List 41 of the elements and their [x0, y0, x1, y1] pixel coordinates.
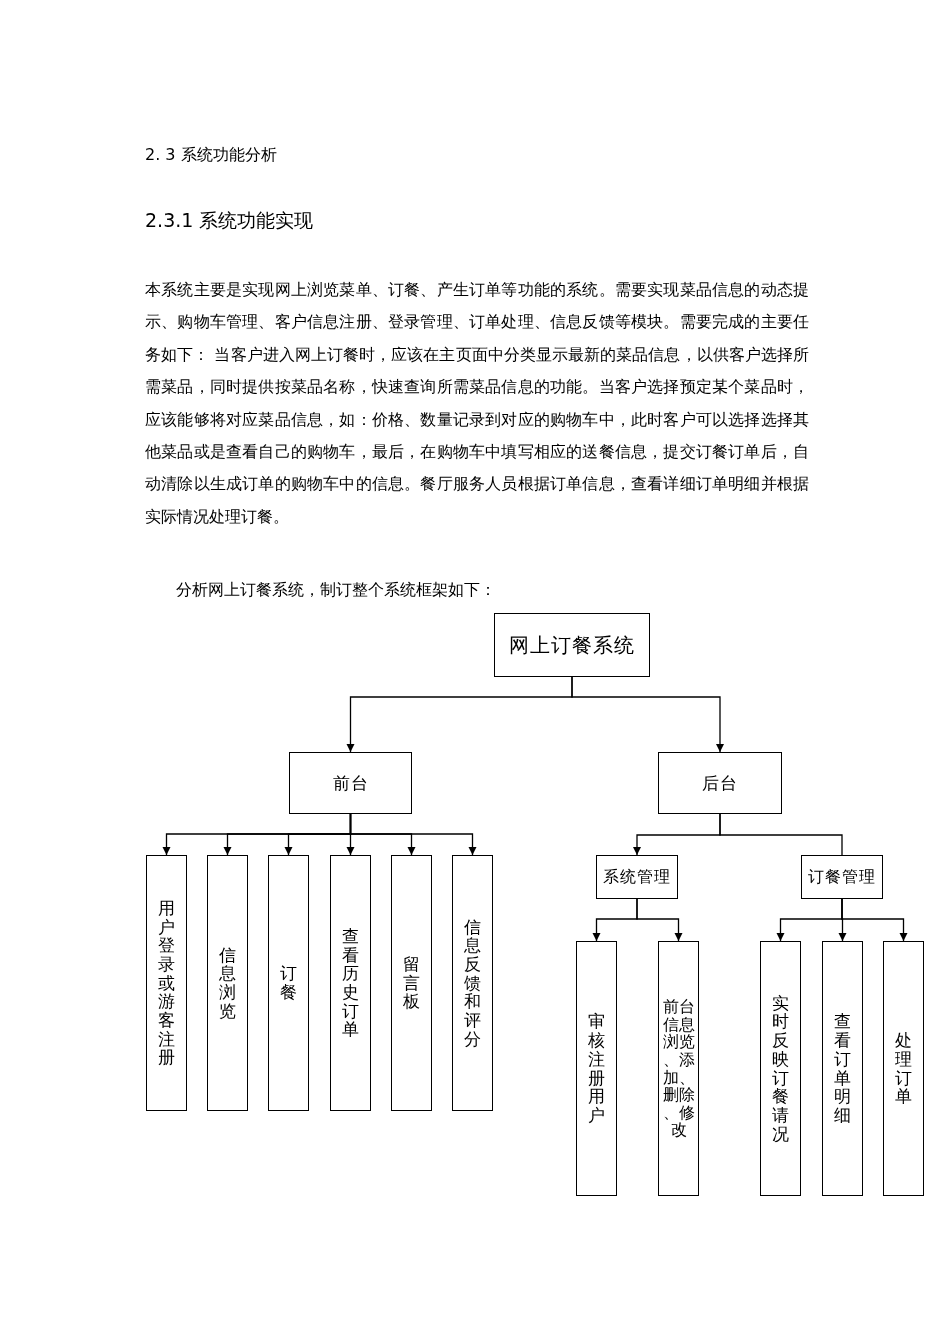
- function-box: [658, 941, 699, 1196]
- node-text: 订餐: [280, 964, 297, 1002]
- node-text: 信息浏览: [219, 945, 236, 1021]
- node-text: 订餐管理: [808, 867, 876, 887]
- node-text: 查看历史订单: [342, 926, 359, 1040]
- arrow: [571, 676, 724, 753]
- node-text: 系统管理: [603, 867, 671, 887]
- module-box: [289, 752, 412, 814]
- node-text: 实时反映订餐请况: [772, 993, 789, 1144]
- node-text: 网上订餐系统: [509, 633, 635, 657]
- intro-sentence: 分析网上订餐系统，制订整个系统框架如下：: [176, 579, 496, 601]
- function-box: [330, 855, 371, 1111]
- node-text: 用户登录或游客注册: [158, 898, 175, 1068]
- section-heading: 2. 3 系统功能分析: [145, 144, 277, 166]
- module-box: [801, 855, 883, 899]
- arrow: [841, 898, 908, 942]
- module-box: [494, 613, 650, 677]
- function-box: [207, 855, 248, 1111]
- function-box: [576, 941, 617, 1196]
- connector-line: [719, 813, 843, 856]
- function-box: [883, 941, 924, 1196]
- node-text: 处理订单: [895, 1031, 912, 1106]
- node-text: 留言板: [403, 954, 420, 1012]
- node-text: 信息反馈和评分: [464, 917, 481, 1049]
- function-box: [146, 855, 187, 1111]
- function-box: [391, 855, 432, 1111]
- module-box: [596, 855, 678, 899]
- node-text: 后台: [702, 772, 738, 794]
- arrow: [636, 898, 683, 942]
- body-paragraph: 本系统主要是实现网上浏览菜单、订餐、产生订单等功能的系统。需要实现菜品信息的动态提示、购物车管理、客户信息注册、登录管理、订单处理、信息反馈等模块。需要完成的主要任务如下： 当客户进入网上订餐时，应该在主页面中分类显示最新的菜品信息，以供客户选择所需菜品，同时提供按菜品名称，快速查询所需菜品信息的功能。当客户选择预定某个菜品时，应该能够将对应菜品信息，如：价格、数量记录到对应的购物车中，此时客户可以选择选择其他菜品或是查看自己的购物车，最后，在购物车中填写相应的送餐信息，提交订餐订单后，自动清除以生成订单的购物车中的信息。餐厅服务人员根据订单信息，查看详细订单明细并根据实际情况处理订餐。: [145, 279, 809, 528]
- function-box: [452, 855, 493, 1111]
- node-text: 审核注册用户: [588, 1012, 605, 1125]
- node-text: 前台信息浏览、添加、删除、修改: [662, 998, 695, 1139]
- arrow: [349, 813, 477, 856]
- module-box: [658, 752, 782, 814]
- function-box: [268, 855, 309, 1111]
- node-text: 查看订单明细: [834, 1012, 851, 1125]
- function-box: [822, 941, 863, 1196]
- function-box: [760, 941, 801, 1196]
- node-text: 前台: [332, 772, 369, 794]
- subsection-heading: 2.3.1 系统功能实现: [145, 208, 314, 233]
